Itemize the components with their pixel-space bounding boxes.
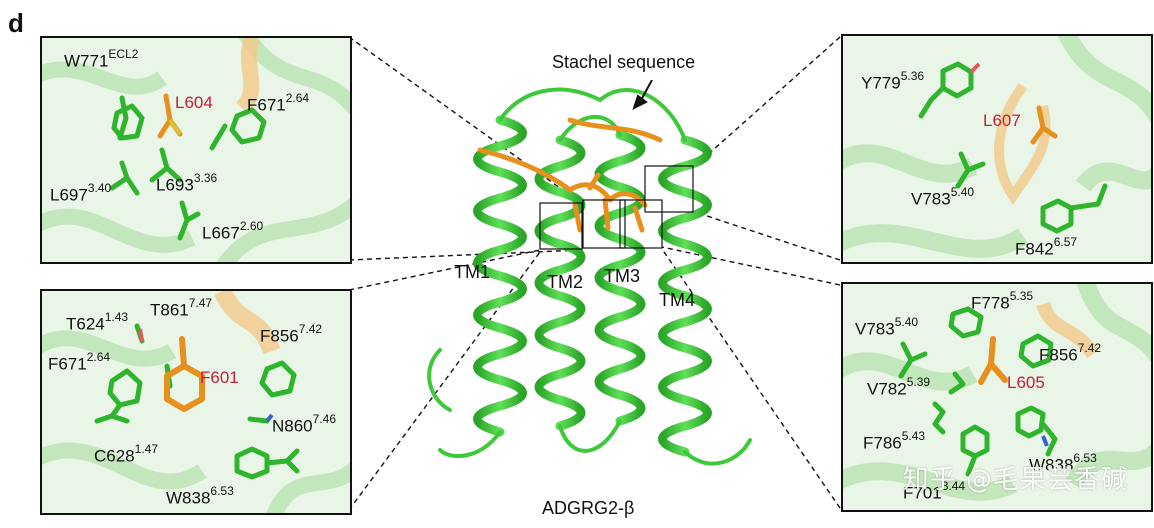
residue-label: F7785.35 (971, 289, 1034, 313)
box-structure-br (843, 284, 1151, 501)
box-structure-tl (42, 38, 350, 262)
residue-label: V7835.40 (911, 185, 975, 209)
zoom-box-bottom-right: F7785.35 V7835.40 F8567.42 V7825.39 L605… (841, 282, 1153, 512)
residue-label: L6672.60 (202, 219, 264, 243)
helix-label-tm2: TM2 (547, 272, 583, 292)
helix-label-tm1: TM1 (454, 262, 490, 282)
residue-label: N8607.46 (272, 412, 336, 436)
connector-br-bottom (661, 248, 841, 509)
residue-label: W8386.53 (166, 484, 234, 508)
residue-label: T6241.43 (66, 310, 129, 334)
residue-label: Y7795.36 (861, 69, 925, 93)
residue-label: C6281.47 (94, 442, 158, 466)
figure-title: ADGRG2-β (542, 498, 635, 518)
residue-label: F8426.57 (1015, 235, 1078, 259)
residue-label: F6712.64 (48, 350, 111, 374)
helix-tm2 (534, 135, 586, 431)
helix-tm1 (473, 115, 527, 437)
selection-box-l605 (619, 199, 663, 249)
residue-label-highlight: F601 (200, 368, 239, 387)
residue-label: F8567.42 (1039, 341, 1102, 365)
selection-box-l607 (644, 165, 694, 213)
residue-label: T8617.47 (150, 296, 213, 320)
helix-tm4 (658, 135, 712, 457)
selection-boxes (539, 165, 694, 250)
residue-label-highlight: L604 (175, 93, 213, 112)
residue-label: W8386.53 (1029, 451, 1097, 475)
residue-label: F6712.64 (247, 91, 310, 115)
box-structure-tr (843, 36, 1151, 258)
helix-label-tm3: TM3 (604, 266, 640, 286)
residue-label: L6973.40 (50, 181, 112, 205)
connector-br-top (661, 246, 841, 286)
helix-label-tm4: TM4 (659, 290, 695, 310)
connector-tl-bottom (348, 249, 582, 261)
watermark: 知乎 @毛果芸香碱 (902, 465, 1128, 495)
selection-box-l604 (539, 202, 583, 250)
connector-bl-top (348, 249, 541, 291)
residue-label-highlight: L605 (1007, 373, 1045, 392)
residue-label: F8567.42 (260, 322, 323, 346)
zoom-box-top-right: Y7795.36 L607 V7835.40 F8426.57 (841, 34, 1153, 264)
stachel-peptide (477, 117, 663, 233)
box-structure-bl (42, 291, 350, 513)
receptor-ribbon-structure (427, 80, 752, 466)
transmembrane-helices (473, 115, 712, 457)
stachel-arrow (632, 80, 653, 110)
residue-label: F7865.43 (863, 429, 926, 453)
zoom-box-bottom-left: T6241.43 T8617.47 F8567.42 F6712.64 F601… (40, 289, 352, 515)
residue-label: L6933.36 (156, 171, 218, 195)
selection-box-f601 (582, 199, 626, 249)
helix-tm3 (594, 130, 646, 426)
residue-label: F7013.44 (903, 479, 966, 503)
stachel-sequence-label: Stachel sequence (552, 52, 696, 72)
residue-label-highlight: L607 (983, 111, 1021, 130)
loops (427, 87, 752, 466)
residue-label: V7835.40 (855, 315, 919, 339)
panel-letter: d (8, 8, 24, 38)
residue-label: W771ECL2 (64, 47, 139, 71)
connector-tr-bottom (694, 211, 841, 261)
residue-label: V7825.39 (867, 375, 931, 399)
zoom-box-top-left: W771ECL2 L604 F6712.64 L6973.40 L6933.36… (40, 36, 352, 264)
